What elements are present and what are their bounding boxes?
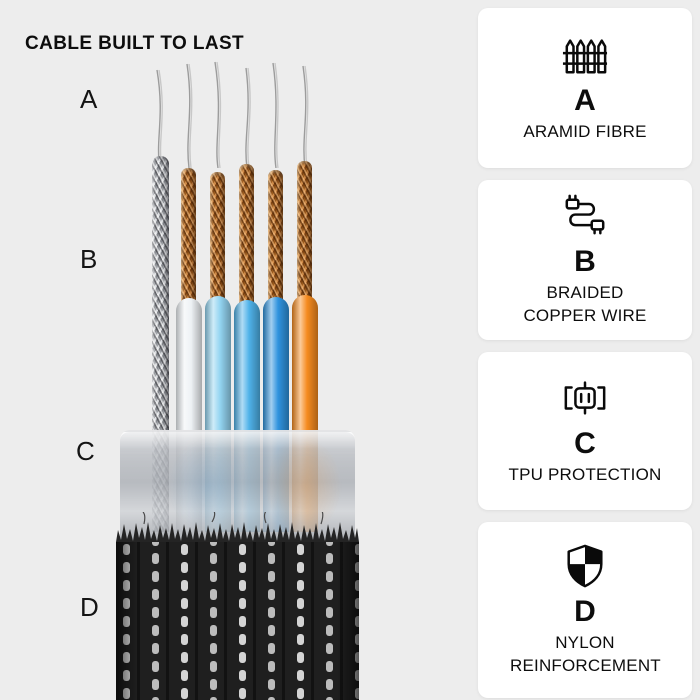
- aramid-strands: [156, 61, 309, 168]
- legend-letter: D: [574, 595, 596, 629]
- legend-panel: A ARAMID FIBRE B BRAIDED COPPER WIRE: [478, 8, 692, 698]
- cable-plug-icon: [560, 193, 610, 241]
- legend-letter: C: [574, 427, 596, 461]
- legend-card-tpu: C TPU PROTECTION: [478, 352, 692, 510]
- layer-label-a: A: [80, 84, 98, 114]
- layer-label-c: C: [76, 436, 95, 466]
- copper-wire-1: [181, 168, 196, 316]
- copper-wire-5: [297, 161, 312, 316]
- layer-label-b: B: [80, 244, 98, 274]
- legend-letter: A: [574, 84, 596, 118]
- layer-label-d: D: [80, 592, 99, 622]
- legend-card-braided-copper: B BRAIDED COPPER WIRE: [478, 180, 692, 340]
- bracket-connector-icon: [560, 375, 610, 423]
- legend-letter: B: [574, 245, 596, 279]
- fray-edge: [116, 512, 359, 542]
- copper-wire-4: [268, 170, 283, 316]
- legend-label: TPU PROTECTION: [508, 465, 662, 485]
- copper-wire-2: [210, 172, 225, 316]
- page-title: CABLE BUILT TO LAST: [25, 32, 245, 54]
- shield-icon: [560, 543, 610, 591]
- legend-label: ARAMID FIBRE: [523, 122, 647, 142]
- legend-label: BRAIDED COPPER WIRE: [523, 283, 647, 325]
- legend-label: NYLON REINFORCEMENT: [510, 633, 661, 675]
- nylon-sleeve: [116, 542, 359, 700]
- copper-wire-3: [239, 164, 254, 316]
- legend-card-aramid-fibre: A ARAMID FIBRE: [478, 8, 692, 168]
- legend-card-nylon: D NYLON REINFORCEMENT: [478, 522, 692, 698]
- fence-icon: [560, 32, 610, 80]
